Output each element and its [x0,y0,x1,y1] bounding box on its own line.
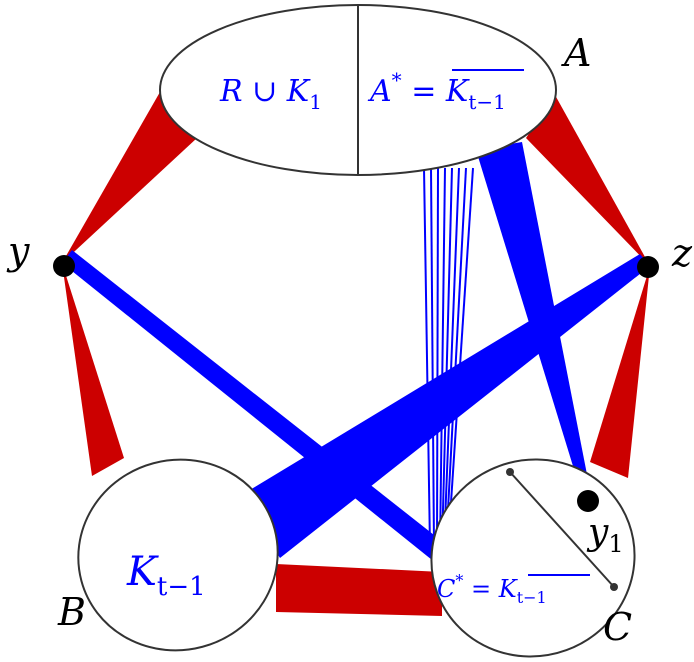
set-C-divider-end-bottom [610,583,618,591]
set-A: R ∪ K1 A* = Kt−1 [159,4,557,176]
thin-line-5 [441,167,453,549]
thin-line-1 [423,167,431,549]
label-B: B [57,590,86,634]
red-band-z-bottom [590,266,650,478]
set-B-ellipse [77,458,279,652]
red-edges [62,92,650,616]
label-A: A [561,31,591,75]
set-A-right-label: A* = Kt−1 [367,68,506,114]
outer-labels: A B C y z y1 [6,31,693,649]
vertex-y [53,255,75,277]
set-A-left-label: R ∪ K1 [219,74,322,114]
thin-line-2 [430,167,435,549]
red-band-y-bottom [62,263,124,476]
red-band-bottom [276,564,442,616]
set-C-divider [509,471,615,588]
vertex-y1 [577,490,599,512]
vertices [53,255,659,512]
vertex-z [637,256,659,278]
set-C-divider-end-top [506,468,514,476]
label-y: y [6,229,30,273]
label-z: z [671,231,693,275]
blue-band-a-to-y1 [476,142,592,502]
thin-line-7 [445,167,467,549]
thin-line-3 [436,167,439,549]
thin-line-6 [443,167,460,549]
thin-line-4 [439,167,446,549]
label-y1: y1 [586,512,624,558]
label-C: C [603,605,632,649]
set-B-label: Kt−1 [126,549,206,602]
red-band-y-top [62,92,197,263]
red-band-z-top [526,95,650,266]
blue-thin-lines [423,167,474,549]
set-B: Kt−1 [77,458,279,652]
set-C-label: C* = Kt−1 [437,571,547,607]
thin-line-8 [447,167,474,549]
